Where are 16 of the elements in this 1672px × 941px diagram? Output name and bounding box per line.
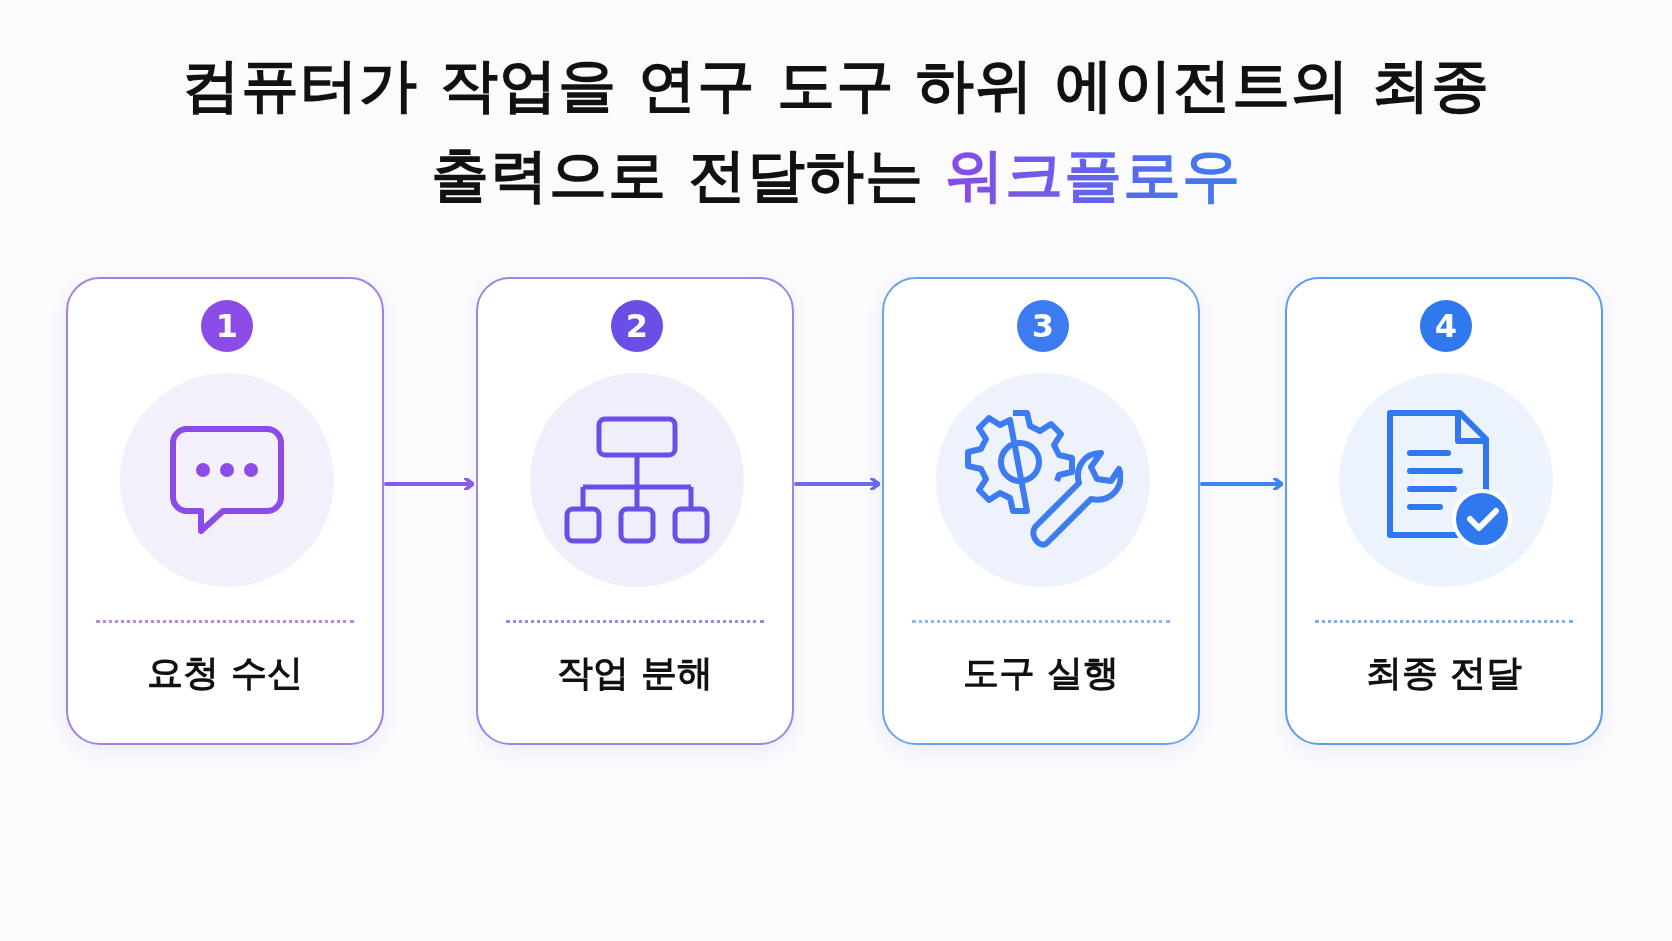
step-number: 1 [201, 300, 253, 352]
step-number: 3 [1017, 300, 1069, 352]
step-label: 최종 전달 [1364, 651, 1524, 695]
step-card [1285, 277, 1603, 745]
step-label: 도구 실행 [961, 651, 1121, 695]
step-number: 4 [1420, 300, 1472, 352]
step-card [66, 277, 384, 745]
step-card [476, 277, 794, 745]
arrow [794, 476, 881, 492]
arrow [384, 476, 475, 492]
diagram-title: 컴퓨터가 작업을 연구 도구 하위 에이전트의 최종 출력으로 전달하는 워크플로우 [181, 50, 1491, 211]
step-number: 2 [611, 300, 663, 352]
step-label: 작업 분해 [555, 651, 715, 695]
step-label: 요청 수신 [145, 651, 305, 695]
step-card [882, 277, 1200, 745]
arrow [1200, 476, 1284, 492]
